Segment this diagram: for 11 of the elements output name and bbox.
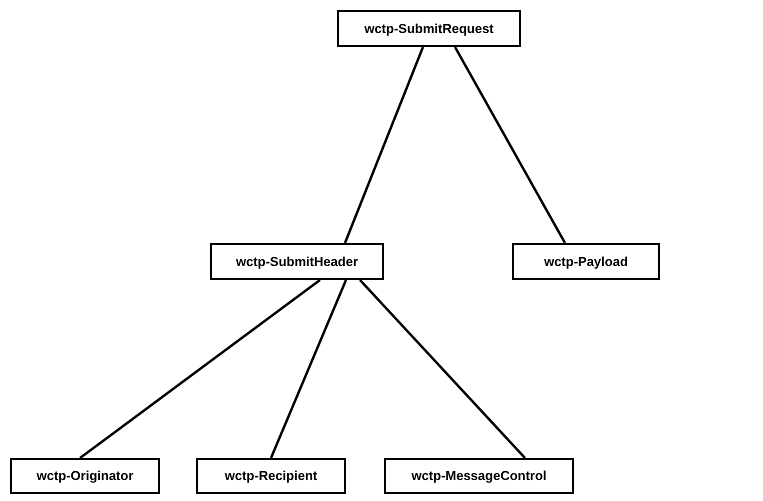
element-box: wctp-SubmitRequest bbox=[337, 10, 521, 47]
element-box: wctp-Originator bbox=[10, 458, 160, 494]
connector-line bbox=[454, 46, 566, 244]
connector-line bbox=[359, 279, 526, 459]
connector-line bbox=[79, 279, 321, 459]
element-box: wctp-MessageControl bbox=[384, 458, 574, 494]
connector-line bbox=[270, 280, 348, 458]
element-box: wctp-SubmitHeader bbox=[210, 243, 384, 280]
element-box: wctp-Recipient bbox=[196, 458, 346, 494]
element-box: wctp-Payload bbox=[512, 243, 660, 280]
connector-line bbox=[344, 46, 424, 244]
